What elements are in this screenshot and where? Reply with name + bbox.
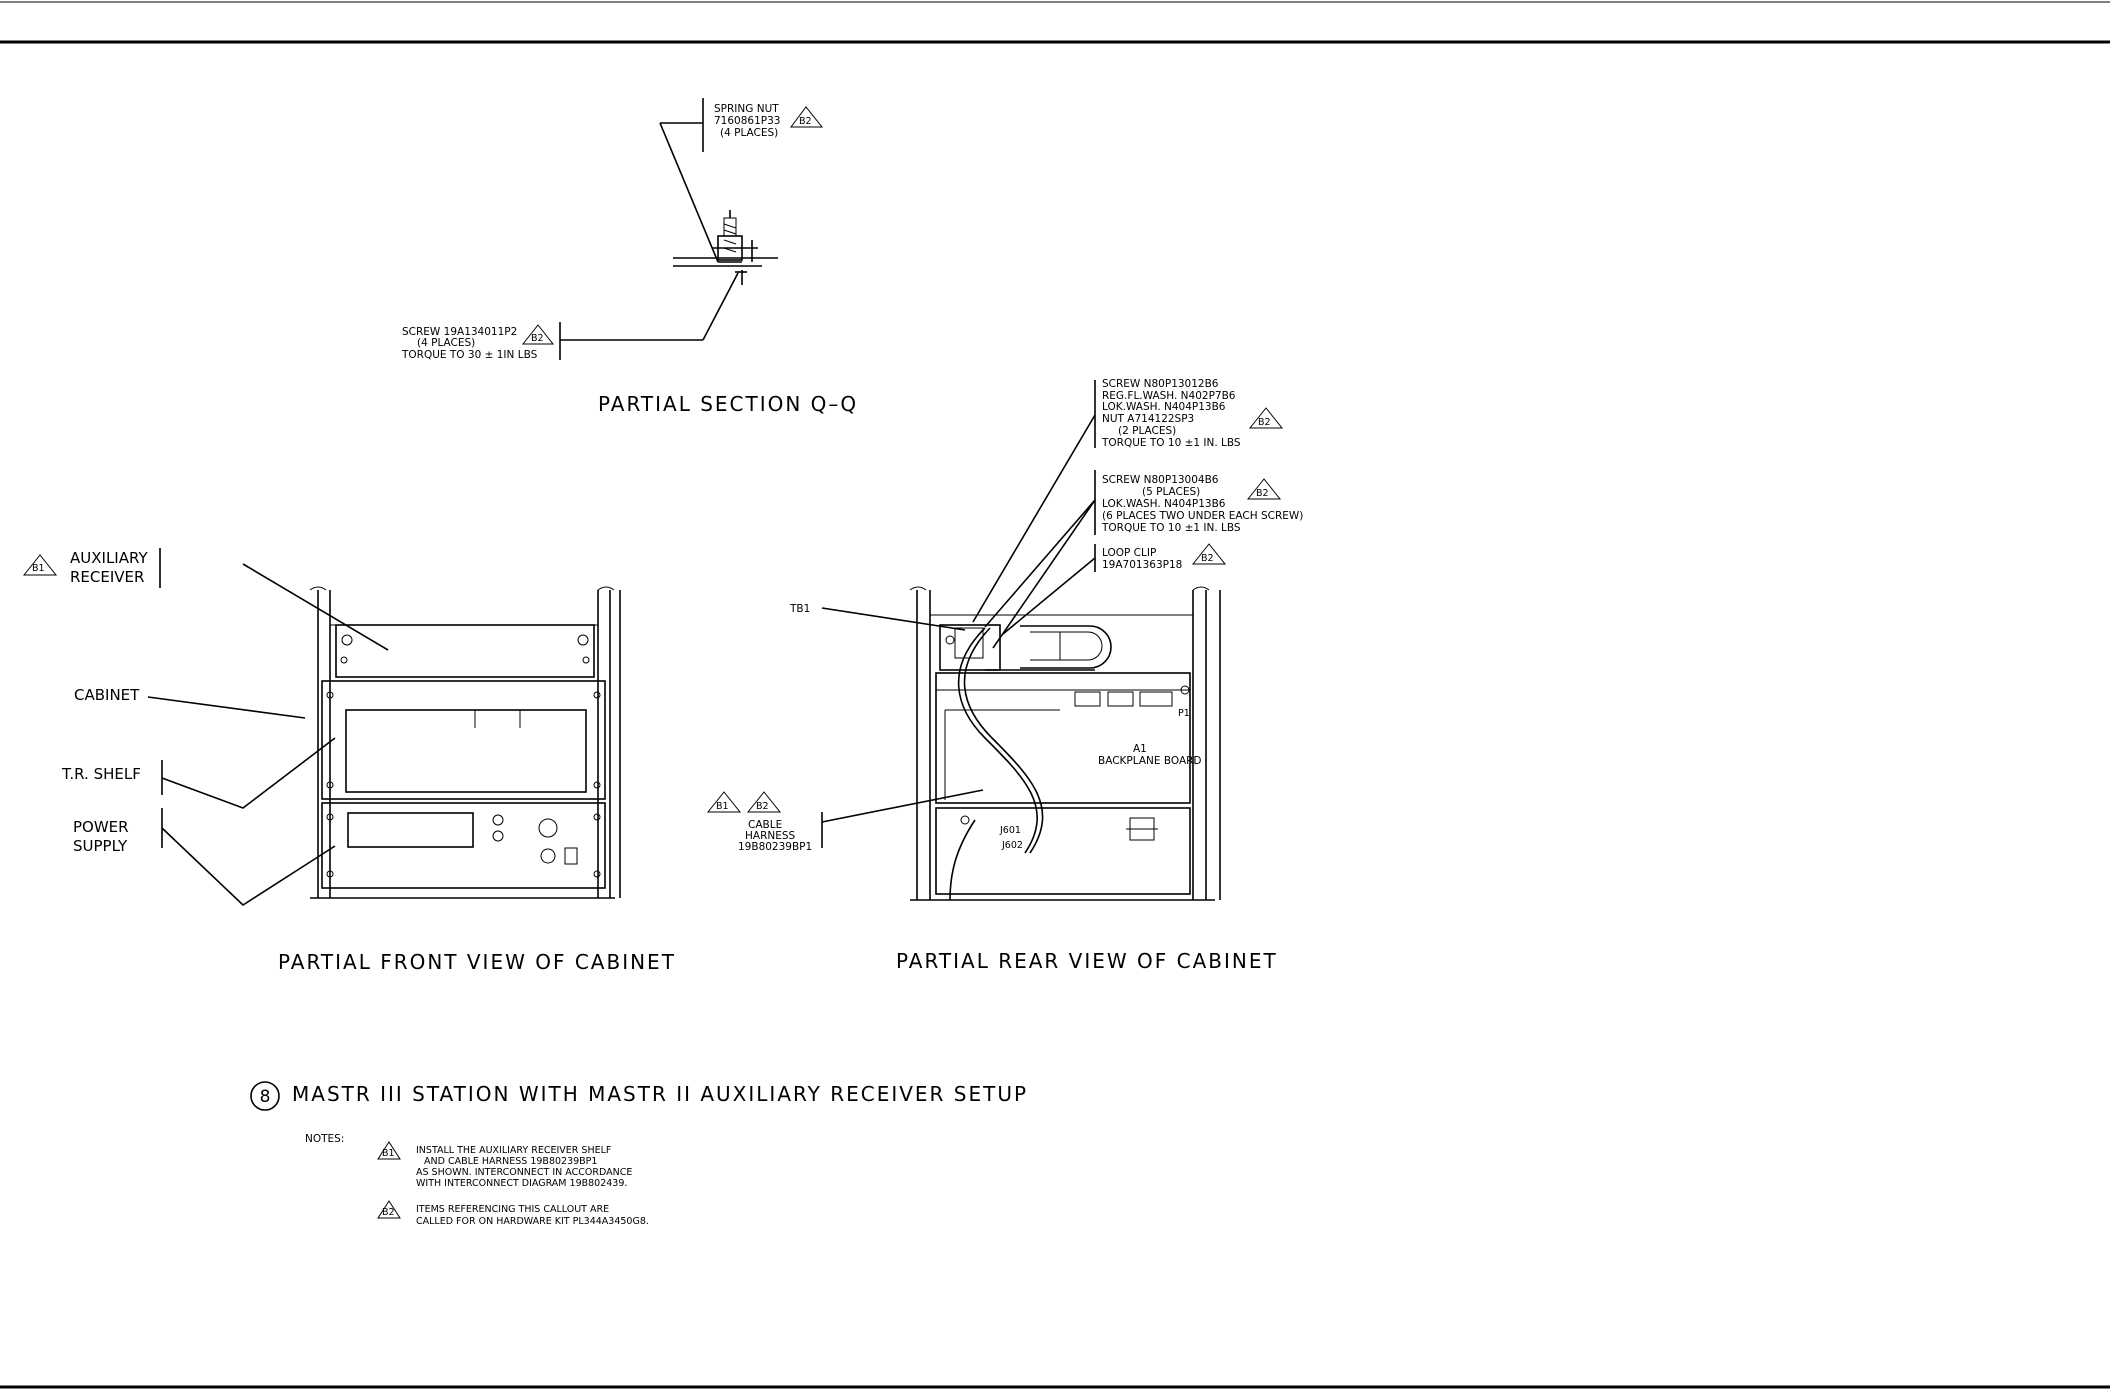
callout1-line-5: (2 PLACES) xyxy=(1118,425,1176,437)
rear-view: SCREW N80P13012B6 REG.FL.WASH. N402P7B6 … xyxy=(706,378,1303,973)
notes-label: NOTES: xyxy=(305,1133,344,1145)
flag-b1-icon: B1 xyxy=(22,554,58,576)
callout1-line-3: LOK.WASH. N404P13B6 xyxy=(1102,401,1226,413)
flag-b2-icon: B2 xyxy=(521,324,555,345)
section-qq-caption: PARTIAL SECTION Q–Q xyxy=(598,392,858,416)
aux-receiver-label-1: AUXILIARY xyxy=(70,549,148,567)
note1-line-3: AS SHOWN. INTERCONNECT IN ACCORDANCE xyxy=(416,1167,632,1178)
item-number-circle xyxy=(250,1081,280,1111)
callout1-line-6: TORQUE TO 10 ±1 IN. LBS xyxy=(1101,437,1241,449)
cabinet-label: CABINET xyxy=(74,686,140,704)
flag-b2-icon: B2 xyxy=(746,791,782,813)
note1-line-4: WITH INTERCONNECT DIAGRAM 19B802439. xyxy=(416,1178,627,1189)
note1-line-1: INSTALL THE AUXILIARY RECEIVER SHELF xyxy=(416,1145,611,1156)
rear-view-caption: PARTIAL REAR VIEW OF CABINET xyxy=(896,949,1278,973)
front-cabinet-frame xyxy=(309,586,621,899)
callout1-line-4: NUT A714122SP3 xyxy=(1102,413,1194,425)
tb1-label: TB1 xyxy=(789,603,810,615)
cable-label-1: CABLE xyxy=(748,819,782,831)
j602-label: J602 xyxy=(1001,840,1023,851)
item-number: 8 xyxy=(260,1087,271,1107)
flag-b2-icon: B2 xyxy=(1248,407,1284,429)
notes: NOTES: B1 INSTALL THE AUXILIARY RECEIVER… xyxy=(305,1133,649,1227)
svg-text:B2: B2 xyxy=(1256,488,1269,499)
callout1-line-2: REG.FL.WASH. N402P7B6 xyxy=(1102,390,1236,402)
callout2-line-1: SCREW N80P13004B6 xyxy=(1102,474,1219,486)
a1-label-2: BACKPLANE BOARD xyxy=(1098,755,1202,767)
note1-line-2: AND CABLE HARNESS 19B80239BP1 xyxy=(424,1156,597,1167)
spring-nut-assembly xyxy=(673,210,778,285)
svg-text:B2: B2 xyxy=(1258,417,1271,428)
svg-text:B2: B2 xyxy=(1201,553,1214,564)
p1-label: P1 xyxy=(1178,708,1190,719)
spring-nut-line-2: 7160861P33 xyxy=(714,115,780,127)
j601-label: J601 xyxy=(999,825,1021,836)
aux-receiver-label-2: RECEIVER xyxy=(70,568,144,586)
flag-b1-icon: B1 xyxy=(706,791,742,813)
loop-clip-line-2: 19A701363P18 xyxy=(1102,559,1182,571)
svg-text:B1: B1 xyxy=(382,1148,395,1159)
callout2-line-2: (5 PLACES) xyxy=(1142,486,1200,498)
flag-b2-icon: B2 xyxy=(790,106,824,128)
drawing-title-text: MASTR III STATION WITH MASTR II AUXILIAR… xyxy=(292,1082,1028,1106)
screw-line-2: (4 PLACES) xyxy=(417,337,475,349)
front-view: B1 AUXILIARY RECEIVER CABINET T.R. SHELF… xyxy=(22,548,676,974)
spring-nut-line-3: (4 PLACES) xyxy=(720,127,778,139)
svg-text:B1: B1 xyxy=(32,563,45,574)
callout2-line-4: (6 PLACES TWO UNDER EACH SCREW) xyxy=(1102,510,1303,522)
loop-clip-line-1: LOOP CLIP xyxy=(1102,547,1156,559)
flag-b2-icon: B2 xyxy=(1191,543,1227,565)
front-view-caption: PARTIAL FRONT VIEW OF CABINET xyxy=(278,950,676,974)
callout2-line-5: TORQUE TO 10 ±1 IN. LBS xyxy=(1101,522,1241,534)
svg-text:B2: B2 xyxy=(756,801,769,812)
section-qq: SPRING NUT 7160861P33 (4 PLACES) B2 xyxy=(401,98,858,416)
callout1-line-1: SCREW N80P13012B6 xyxy=(1102,378,1219,390)
note2-line-2: CALLED FOR ON HARDWARE KIT PL344A3450G8. xyxy=(416,1216,649,1227)
flag-b2-icon: B2 xyxy=(1246,478,1282,500)
cable-label-2: HARNESS xyxy=(745,830,796,842)
cable-label-3: 19B80239BP1 xyxy=(738,841,812,853)
tr-shelf-label: T.R. SHELF xyxy=(61,765,141,783)
a1-label: A1 xyxy=(1133,743,1147,755)
screw-line-3: TORQUE TO 30 ± 1IN LBS xyxy=(401,349,538,361)
power-supply-label-1: POWER xyxy=(73,818,129,836)
svg-text:B2: B2 xyxy=(799,116,812,127)
svg-text:B2: B2 xyxy=(382,1207,395,1218)
drawing-title: 8 MASTR III STATION WITH MASTR II AUXILI… xyxy=(250,1081,1028,1111)
screw-line-1: SCREW 19A134011P2 xyxy=(402,326,517,338)
power-supply-label-2: SUPPLY xyxy=(73,837,128,855)
spring-nut-line-1: SPRING NUT xyxy=(714,103,779,115)
note2-line-1: ITEMS REFERENCING THIS CALLOUT ARE xyxy=(416,1204,609,1215)
svg-text:B2: B2 xyxy=(531,333,544,344)
svg-text:B1: B1 xyxy=(716,801,729,812)
flag-b1-icon: B1 xyxy=(377,1141,401,1160)
callout2-line-3: LOK.WASH. N404P13B6 xyxy=(1102,498,1226,510)
flag-b2-icon: B2 xyxy=(377,1200,401,1219)
rear-cabinet-frame xyxy=(909,586,1221,901)
